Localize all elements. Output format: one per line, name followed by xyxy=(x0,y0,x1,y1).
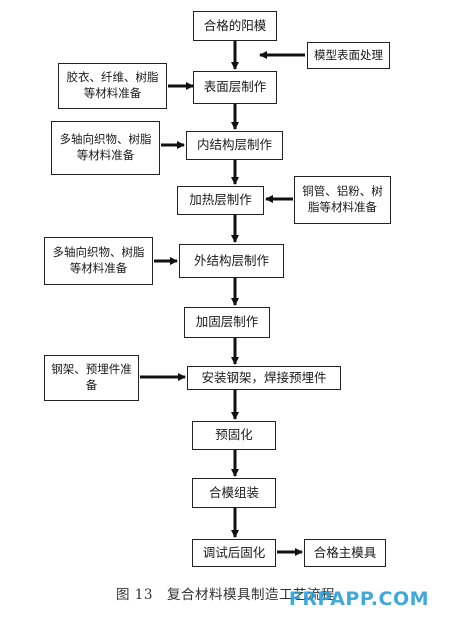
step-label: 合模组装 xyxy=(208,484,259,500)
step-surface-layer: 表面层制作 xyxy=(193,71,277,104)
step-label: 加热层制作 xyxy=(189,192,252,208)
step-label: 预固化 xyxy=(215,427,253,443)
side-input-label: 模型表面处理 xyxy=(314,47,383,62)
step-debug-post-cure: 调试后固化 xyxy=(192,539,276,567)
step-label: 加固层制作 xyxy=(195,314,259,330)
side-input-label: 胶衣、纤维、树脂等材料准备 xyxy=(66,70,159,100)
side-input-label: 多轴向织物、树脂等材料准备 xyxy=(59,132,152,162)
side-input-gelcoat-materials: 胶衣、纤维、树脂等材料准备 xyxy=(58,63,167,109)
step-pre-cure: 预固化 xyxy=(192,421,276,450)
side-input-multiaxial-materials-1: 多轴向织物、树脂等材料准备 xyxy=(51,121,160,175)
side-input-label: 多轴向织物、树脂等材料准备 xyxy=(52,245,145,275)
side-input-label: 钢架、预埋件准备 xyxy=(51,362,132,392)
final-output-box: 合格主模具 xyxy=(304,539,386,567)
figure-caption: 图 13 复合材料模具制造工艺流程 xyxy=(116,587,335,603)
side-input-mold-surface-treatment: 模型表面处理 xyxy=(307,42,390,69)
step-label: 调试后固化 xyxy=(202,544,266,560)
side-input-multiaxial-materials-2: 多轴向织物、树脂等材料准备 xyxy=(44,237,153,285)
step-install-steel-frame: 安装钢架，焊接预埋件 xyxy=(187,366,341,390)
step-mold-assembly: 合模组装 xyxy=(192,478,276,508)
side-input-copper-pipe-materials: 铜管、铝粉、树脂等材料准备 xyxy=(294,176,391,224)
step-label: 合格的阳模 xyxy=(203,17,267,33)
step-label: 安装钢架，焊接预埋件 xyxy=(201,369,327,385)
step-label: 内结构层制作 xyxy=(196,137,272,153)
step-reinforcement-layer: 加固层制作 xyxy=(184,307,270,338)
watermark: FRPAPP.COM xyxy=(288,588,429,610)
step-qualified-male-mold: 合格的阳模 xyxy=(193,11,277,41)
step-heating-layer: 加热层制作 xyxy=(177,186,264,215)
step-inner-structure-layer: 内结构层制作 xyxy=(186,131,283,160)
side-input-label: 铜管、铝粉、树脂等材料准备 xyxy=(302,184,383,214)
step-label: 外结构层制作 xyxy=(193,252,269,268)
side-input-steel-frame-prep: 钢架、预埋件准备 xyxy=(44,355,139,401)
step-outer-structure-layer: 外结构层制作 xyxy=(179,244,284,278)
step-label: 表面层制作 xyxy=(203,79,267,95)
final-output-label: 合格主模具 xyxy=(313,544,377,560)
